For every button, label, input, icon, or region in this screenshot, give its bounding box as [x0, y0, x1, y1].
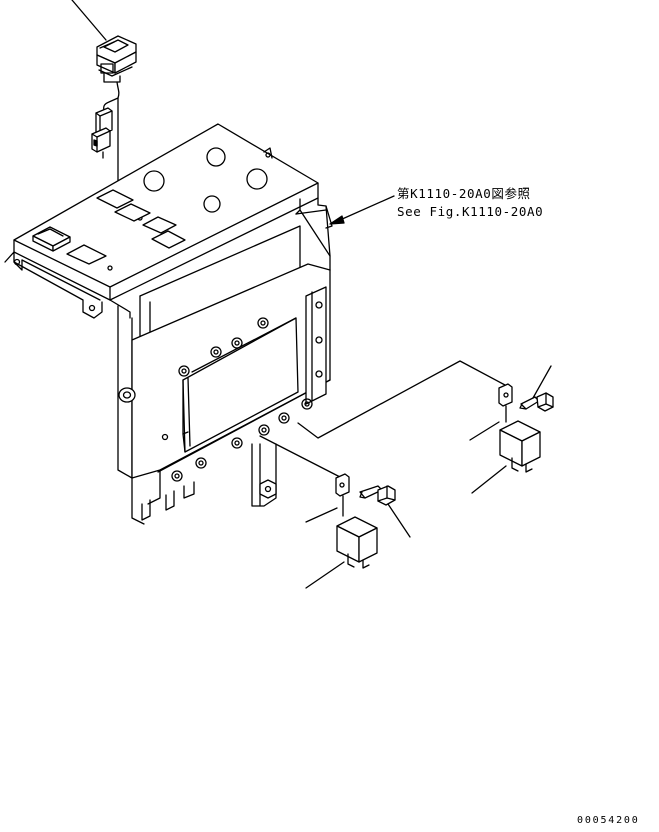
- reference-leader: [339, 195, 395, 221]
- leader-line-bolt-bottom: [387, 503, 411, 538]
- panel-nuts: [161, 317, 313, 482]
- relay-bottom: [336, 516, 378, 569]
- leader-line-relay-bottom-terminal: [305, 507, 338, 523]
- reference-english: See Fig.K1110-20A0: [397, 204, 544, 219]
- relay-bottom-terminal: [335, 473, 350, 517]
- bolt-bottom: [359, 485, 396, 506]
- relay-wire-bottom: [259, 435, 343, 487]
- reference-arrowhead: [329, 215, 345, 225]
- mounting-bracket: [4, 123, 333, 525]
- leader-line-relay-bottom: [305, 561, 345, 589]
- leader-line-relay-right: [471, 465, 507, 494]
- leader-line-relay-right-terminal: [469, 421, 500, 441]
- leader-line-switch: [71, 0, 107, 41]
- harness-connector: [91, 107, 113, 159]
- rocker-switch: [96, 35, 137, 83]
- switch-wire: [103, 81, 120, 113]
- bolt-right: [519, 392, 554, 412]
- drawing-number: 00054200: [577, 815, 640, 826]
- relay-right-terminal: [498, 383, 513, 423]
- leader-line-bolt-right: [532, 365, 552, 399]
- relay-right: [499, 420, 541, 473]
- reference-japanese: 第K1110-20A0図参照: [397, 186, 531, 201]
